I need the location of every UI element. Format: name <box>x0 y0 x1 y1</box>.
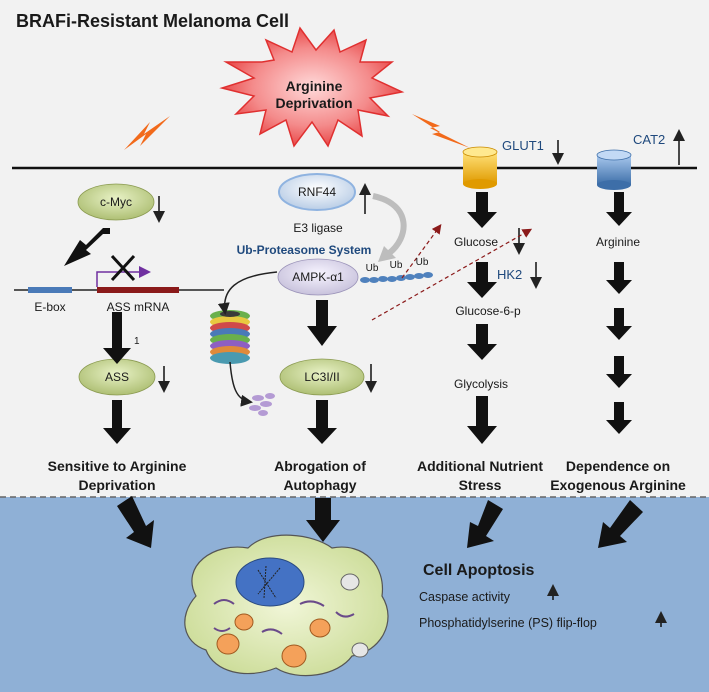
ubiquitin-chain-icon <box>360 272 433 283</box>
proteasome-output-arrow <box>229 361 253 407</box>
glut1-label: GLUT1 <box>502 138 544 153</box>
apoptosis-title: Cell Apoptosis <box>423 562 535 579</box>
cmyc-oval <box>77 183 155 221</box>
rnf44-label: RNF44 <box>298 185 336 199</box>
ampk-label: AMPK-α1 <box>292 270 344 284</box>
ebox-label: E-box <box>34 300 65 314</box>
glucose-label: Glucose <box>454 235 498 249</box>
glucose-outcome-line2: Stress <box>459 477 502 493</box>
glut1-transporter-icon <box>462 146 498 189</box>
myc-outcome-line1: Sensitive to Arginine <box>48 458 187 474</box>
cross-icon <box>110 254 136 282</box>
arginine-outcome-line1: Dependence on <box>566 458 670 474</box>
lightning-left-icon <box>124 116 170 150</box>
lc3-label: LC3I/II <box>304 370 339 384</box>
glucose-6-p-label: Glucose-6-p <box>455 304 521 318</box>
hk2-label: HK2 <box>497 267 522 282</box>
e3-ligase-arrowhead <box>378 246 396 262</box>
e3-ligase-label: E3 ligase <box>293 221 343 235</box>
promoter-arrow-icon <box>96 266 151 287</box>
ub-label-3: Ub <box>416 257 429 268</box>
autophagy-outcome-line2: Autophagy <box>283 477 356 493</box>
ub-proteasome-label: Ub-Proteasome System <box>237 243 372 257</box>
ub-label-1: Ub <box>366 263 379 274</box>
arginine-label: Arginine <box>596 235 640 249</box>
apoptotic-cell-icon <box>184 534 389 677</box>
autophagy-outcome-line1: Abrogation of <box>274 458 366 474</box>
glycolysis-label: Glycolysis <box>454 377 508 391</box>
cat2-label: CAT2 <box>633 132 665 147</box>
burst-label-line1: Arginine <box>286 78 343 94</box>
ass-label: ASS <box>105 370 129 384</box>
caspase-activity-label: Caspase activity <box>419 590 511 604</box>
arginine-deprivation-burst <box>219 26 405 148</box>
cmyc-label: c-Myc <box>100 195 132 209</box>
dashed-arrow-glucose <box>371 228 533 321</box>
ass-mrna-bar <box>97 287 179 293</box>
diagram-title: BRAFi-Resistant Melanoma Cell <box>16 11 289 31</box>
myc-outcome-line2: Deprivation <box>78 477 155 493</box>
proteasome-icon <box>210 310 250 364</box>
lightning-right-icon <box>412 114 470 148</box>
arginine-outcome-line2: Exogenous Arginine <box>550 477 686 493</box>
lc3-oval <box>279 358 365 396</box>
ampk-oval <box>277 258 359 296</box>
ampk-to-proteasome-arrow <box>217 271 278 315</box>
cat2-transporter-icon <box>596 149 632 190</box>
ub-label-2: Ub <box>390 260 403 271</box>
footnote-marker: 1 <box>134 336 140 347</box>
burst-label-line2: Deprivation <box>275 95 352 111</box>
rnf44-oval <box>278 173 356 211</box>
e3-ligase-curved-arrow <box>372 193 407 257</box>
dashed-arrow-up <box>401 224 442 279</box>
ebox-bar <box>28 287 72 293</box>
ps-flip-flop-label: Phosphatidylserine (PS) flip-flop <box>419 616 597 630</box>
peptide-fragments-icon <box>249 393 275 416</box>
glucose-outcome-line1: Additional Nutrient <box>417 458 543 474</box>
pathway-arrows <box>64 192 643 548</box>
ass-mrna-label: ASS mRNA <box>107 300 170 314</box>
